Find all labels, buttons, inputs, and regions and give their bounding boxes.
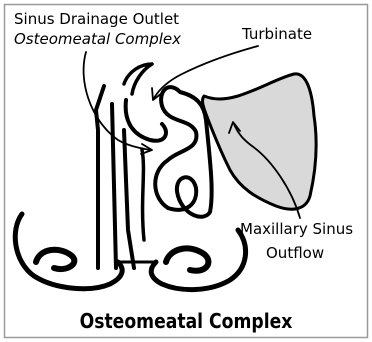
outflow-label: Outflow: [266, 246, 324, 261]
septum-right-line: [124, 130, 134, 268]
diagram-title: Osteomeatal Complex: [26, 309, 346, 333]
turbinate-contour: [155, 87, 211, 217]
osteomeatal-complex-subtitle-label: Osteomeatal Complex: [14, 32, 181, 47]
meatus-hook: [126, 100, 166, 141]
septum-mid-line: [112, 104, 116, 268]
septum-inner-line: [142, 150, 144, 240]
nose-right-nostril: [166, 248, 208, 270]
maxillary-sinus-label: Maxillary Sinus: [240, 222, 353, 237]
sinus-drainage-outlet-label: Sinus Drainage Outlet: [14, 12, 179, 27]
nose-left-nostril: [36, 250, 74, 269]
turbinate-curl: [124, 64, 152, 94]
maxillary-sinus-cavity: [203, 74, 317, 209]
turbinate-pointer-line: [154, 46, 258, 98]
turbinate-label: Turbinate: [242, 27, 312, 42]
septum-left-line: [96, 86, 104, 268]
